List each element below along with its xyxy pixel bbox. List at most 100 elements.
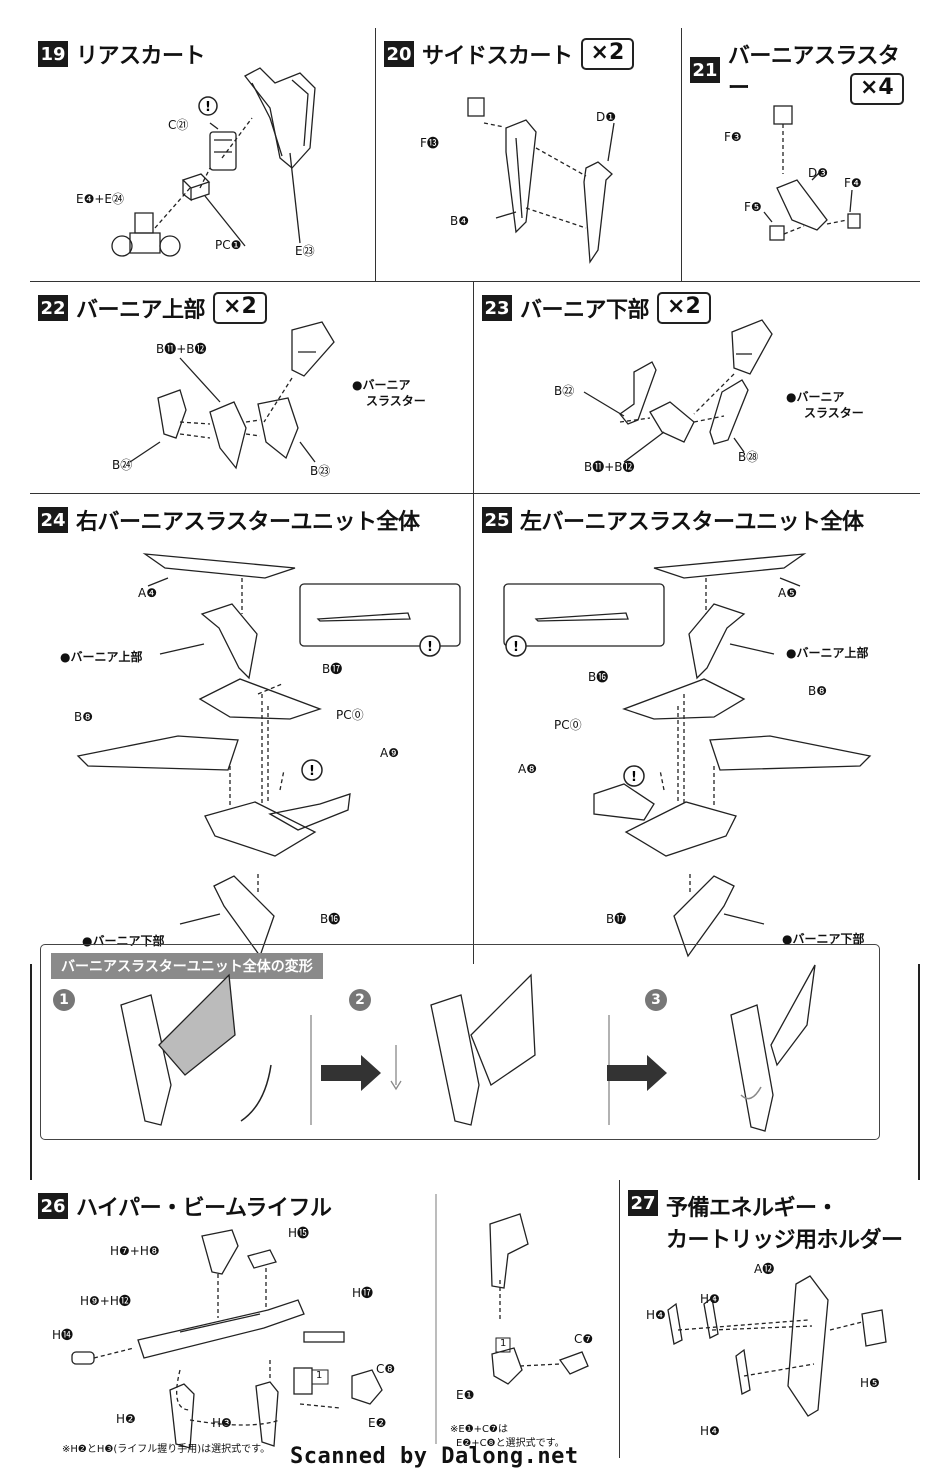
label-a8: A❽ [518, 762, 537, 776]
label-e2: E❷ [368, 1416, 387, 1430]
svg-text:!: ! [205, 100, 211, 115]
label-a9: A❾ [380, 746, 399, 760]
step-title: バーニア上部 [76, 298, 206, 323]
label-b22: B㉒ [554, 384, 575, 398]
label-pcj: PC❶ [215, 238, 242, 252]
label-d3: D❸ [808, 166, 828, 180]
box-number: 1 [316, 1370, 323, 1381]
note-selectable-parts-1: ※E❶+C❼は [450, 1424, 508, 1435]
step-3-marker: 3 [645, 989, 667, 1011]
left-thruster-unit-diagram: ! ! [503, 553, 872, 958]
label-b28: B㉘ [738, 450, 759, 464]
label-pcq: PC⓪ [336, 708, 364, 722]
label-b23: B㉓ [310, 464, 331, 478]
label-f4: F❹ [844, 176, 862, 190]
transformation-diagram [120, 964, 816, 1132]
svg-text:!: ! [309, 764, 315, 779]
right-thruster-unit-diagram: ! ! [76, 553, 461, 958]
label-h7h8: H❼+H❽ [110, 1244, 160, 1258]
sub-assembly-label: ●バーニア上部 [786, 646, 869, 660]
label-h14: H⓮ [52, 1328, 74, 1342]
quantity-badge: ×2 [657, 292, 711, 324]
step-number: 21 [690, 57, 720, 83]
label-b8: B❽ [74, 710, 93, 724]
step-number: 25 [482, 507, 512, 533]
step-number: 27 [628, 1190, 658, 1216]
rear-skirt-diagram: ! [111, 67, 316, 257]
label-h15: H⓯ [288, 1226, 310, 1240]
step-number: 24 [38, 507, 68, 533]
label-b16: B⓰ [588, 670, 609, 684]
hyper-beam-rifle-diagram [71, 1194, 589, 1449]
sub-assembly-label: ●バーニア [352, 378, 411, 392]
label-a4: A❹ [138, 586, 157, 600]
label-d1: D❶ [596, 110, 616, 124]
label-h3: H❸ [212, 1416, 232, 1430]
step-number: 22 [38, 295, 68, 321]
box-number: 1 [500, 1338, 507, 1349]
quantity-badge: ×2 [213, 292, 267, 324]
step-number: 20 [384, 41, 414, 67]
label-b24: B㉔ [112, 458, 133, 472]
cartridge-holder-diagram [667, 1275, 887, 1417]
label-h4: H❹ [700, 1424, 720, 1438]
label-e23: E㉓ [295, 244, 315, 258]
label-b11b12: B⓫+B⓬ [156, 342, 207, 356]
label-h4: H❹ [646, 1308, 666, 1322]
transformation-box: バーニアスラスターユニット全体の変形 1 2 3 [40, 944, 880, 1140]
label-a12: A⓬ [754, 1262, 775, 1276]
step-number: 19 [38, 41, 68, 67]
label-pcq: PC⓪ [554, 718, 582, 732]
label-c8: C❽ [376, 1362, 396, 1376]
step-2-marker: 2 [349, 989, 371, 1011]
label-b8: B❽ [808, 684, 827, 698]
step-title-line-1: 予備エネルギー・ [666, 1196, 839, 1221]
step-number: 26 [38, 1193, 68, 1219]
step-title: バーニア下部 [520, 298, 650, 323]
step-title: 左バーニアスラスターユニット全体 [520, 510, 864, 535]
label-b4: B❹ [450, 214, 469, 228]
vernier-thruster-diagram [763, 105, 861, 241]
label-h4: H❹ [700, 1292, 720, 1306]
step-number: 23 [482, 295, 512, 321]
label-b17: B⓱ [606, 912, 627, 926]
sub-assembly-label: スラスター [804, 406, 864, 420]
vernier-upper-diagram [129, 321, 335, 470]
label-f3: F❸ [724, 130, 742, 144]
svg-text:!: ! [513, 640, 519, 655]
sub-assembly-label: ●バーニア上部 [60, 650, 143, 664]
sub-assembly-label: ●バーニア [786, 390, 845, 404]
step-title-line-2: カートリッジ用ホルダー [666, 1228, 903, 1253]
step-title: バーニアスラスター [727, 44, 900, 101]
label-a5: A❺ [778, 586, 797, 600]
vernier-lower-diagram [583, 319, 773, 463]
side-skirt-diagram [467, 97, 615, 264]
step-1-marker: 1 [53, 989, 75, 1011]
label-b17: B⓱ [322, 662, 343, 676]
step-title: サイドスカート [422, 44, 573, 69]
quantity-badge: ×4 [850, 73, 904, 105]
label-h2: H❷ [116, 1412, 136, 1426]
label-h17: H⓱ [352, 1286, 374, 1300]
transformation-title: バーニアスラスターユニット全体の変形 [51, 953, 323, 979]
svg-text:!: ! [631, 770, 637, 785]
quantity-badge: ×2 [580, 38, 635, 70]
svg-text:!: ! [427, 640, 433, 655]
step-title: リアスカート [76, 44, 206, 69]
label-h9h12: H❾+H⓬ [80, 1294, 131, 1308]
label-e4e24: E❹+E㉔ [76, 192, 124, 206]
note-selectable-parts-2: E❷+C❽と選択式です。 [456, 1438, 565, 1449]
label-b16: B⓰ [320, 912, 341, 926]
note-selectable-hands: ※H❷とH❸(ライフル握り手用)は選択式です。 [62, 1444, 271, 1455]
label-c21: C㉑ [168, 118, 189, 132]
label-f5: F❺ [744, 200, 762, 214]
label-c7: C❼ [574, 1332, 594, 1346]
step-21-panel: 21 バーニアスラスター ×4 F❸ D❸ F❹ F❺ [682, 28, 920, 282]
